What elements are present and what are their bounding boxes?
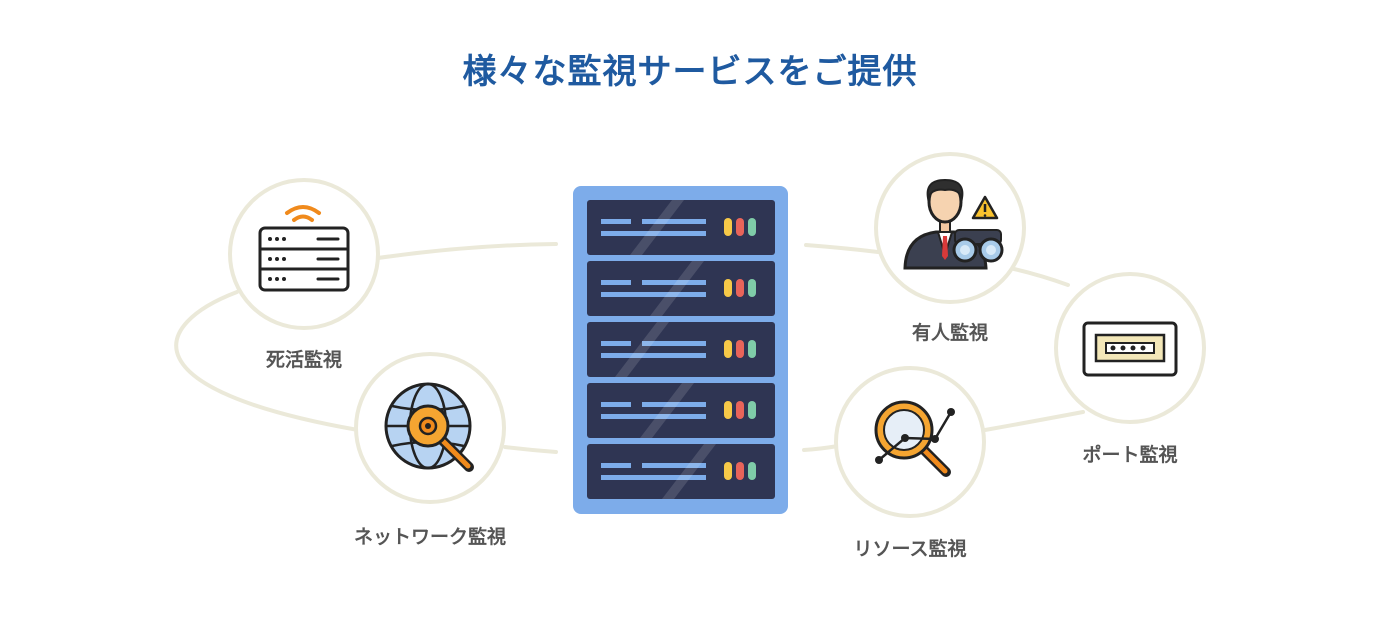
operator-binoculars-warning-icon (903, 178, 1004, 270)
service-label-alive: 死活監視 (265, 349, 343, 371)
ethernet-port-icon (1082, 321, 1178, 377)
service-label-manned: 有人監視 (911, 322, 989, 344)
server-rack-icon (573, 186, 788, 514)
page-title: 様々な監視サービスをご提供 (462, 52, 918, 92)
router-wifi-icon (258, 205, 350, 292)
connector-lines (174, 242, 1085, 454)
rack-units (587, 200, 775, 499)
magnifier-chart-icon (874, 400, 955, 477)
rack-status-lights (724, 218, 756, 480)
service-label-port: ポート監視 (1082, 444, 1178, 466)
globe-gear-magnifier-icon (384, 382, 474, 472)
service-label-network: ネットワーク監視 (353, 526, 507, 548)
rack-unit-bars (601, 219, 706, 480)
service-label-resource: リソース監視 (853, 538, 967, 560)
rack-glare (615, 200, 716, 499)
